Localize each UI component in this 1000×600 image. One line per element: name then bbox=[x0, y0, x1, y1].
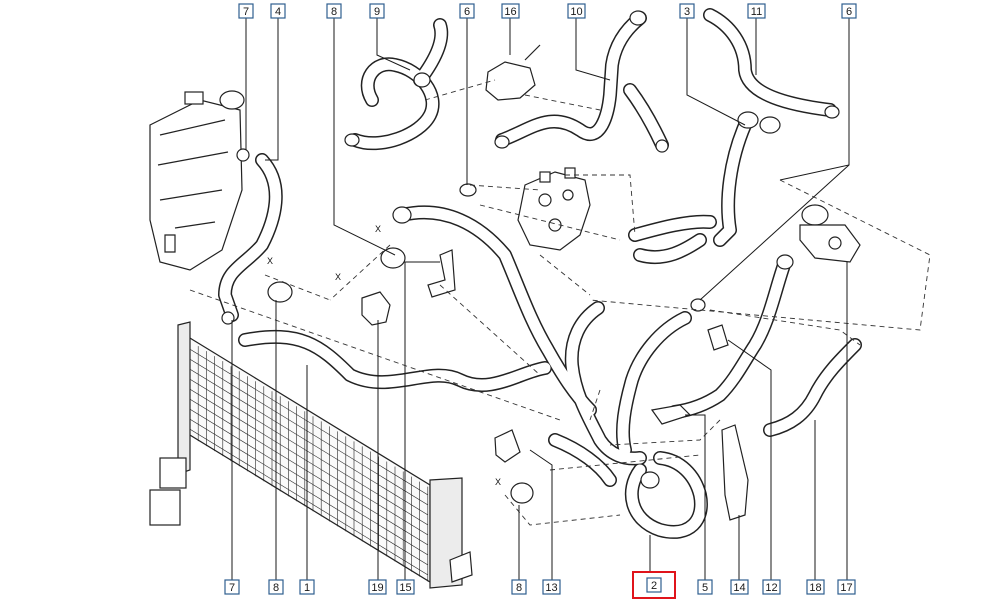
callout-7-top[interactable]: 7 bbox=[238, 3, 254, 19]
clamp-8-bottom bbox=[510, 482, 534, 504]
svg-text:6: 6 bbox=[846, 6, 852, 18]
svg-text:7: 7 bbox=[229, 582, 235, 594]
clamp-6-right bbox=[690, 298, 706, 312]
svg-text:3: 3 bbox=[684, 6, 690, 18]
callout-9-top[interactable]: 9 bbox=[369, 3, 385, 19]
thermostat-housing bbox=[517, 167, 591, 251]
callout-8-bottom-right[interactable]: 8 bbox=[511, 579, 527, 595]
svg-text:13: 13 bbox=[545, 582, 557, 594]
clamp-19 bbox=[361, 291, 391, 326]
callout-6-top-left[interactable]: 6 bbox=[459, 3, 475, 19]
svg-text:18: 18 bbox=[809, 582, 821, 594]
hoses bbox=[218, 8, 862, 539]
callout-1-bottom[interactable]: 1 bbox=[299, 579, 315, 595]
svg-text:4: 4 bbox=[275, 6, 281, 18]
svg-text:5: 5 bbox=[702, 582, 708, 594]
callout-12-bottom[interactable]: 12 bbox=[762, 579, 781, 595]
bracket-14 bbox=[721, 424, 749, 521]
callout-6-top-right[interactable]: 6 bbox=[841, 3, 857, 19]
svg-text:9: 9 bbox=[374, 6, 380, 18]
dashed-reference-lines bbox=[189, 79, 931, 526]
clamp-7-bottom bbox=[221, 311, 235, 325]
callout-2-highlighted[interactable]: 2 bbox=[632, 571, 676, 599]
x-mark: X bbox=[267, 256, 273, 266]
bracket-16 bbox=[485, 61, 536, 101]
x-marks: X X X X bbox=[267, 224, 501, 487]
callout-5-bottom[interactable]: 5 bbox=[697, 579, 713, 595]
svg-text:8: 8 bbox=[331, 6, 337, 18]
svg-text:1: 1 bbox=[304, 582, 310, 594]
svg-text:11: 11 bbox=[751, 6, 762, 18]
bracket-15 bbox=[427, 249, 456, 298]
svg-text:2: 2 bbox=[651, 580, 657, 592]
svg-text:6: 6 bbox=[464, 6, 470, 18]
svg-text:12: 12 bbox=[765, 582, 777, 594]
callout-8-bottom-left[interactable]: 8 bbox=[268, 579, 284, 595]
callout-7-bottom[interactable]: 7 bbox=[224, 579, 240, 595]
svg-text:7: 7 bbox=[243, 6, 249, 18]
callout-19-bottom[interactable]: 19 bbox=[368, 579, 387, 595]
svg-text:17: 17 bbox=[840, 582, 852, 594]
callout-18-bottom[interactable]: 18 bbox=[806, 579, 825, 595]
callout-10-top[interactable]: 10 bbox=[567, 3, 586, 19]
x-mark: X bbox=[375, 224, 381, 234]
callout-16-top[interactable]: 16 bbox=[501, 3, 520, 19]
svg-text:16: 16 bbox=[504, 6, 516, 18]
svg-text:14: 14 bbox=[733, 582, 745, 594]
callout-13-bottom[interactable]: 13 bbox=[542, 579, 561, 595]
radiator bbox=[149, 321, 473, 589]
clamp-7-top bbox=[236, 148, 250, 162]
clamp-8-mid bbox=[380, 247, 406, 269]
svg-text:15: 15 bbox=[399, 582, 411, 594]
callout-4-top[interactable]: 4 bbox=[270, 3, 286, 19]
clamp-6-left bbox=[459, 183, 477, 197]
expansion-tank bbox=[149, 90, 245, 271]
fitting-12 bbox=[707, 324, 729, 351]
svg-text:19: 19 bbox=[371, 582, 383, 594]
water-pump bbox=[799, 204, 861, 263]
x-mark: X bbox=[335, 272, 341, 282]
bracket-13 bbox=[494, 429, 521, 463]
x-mark: X bbox=[495, 477, 501, 487]
callout-8-top[interactable]: 8 bbox=[326, 3, 342, 19]
svg-text:8: 8 bbox=[516, 582, 522, 594]
callout-14-bottom[interactable]: 14 bbox=[730, 579, 749, 595]
callout-3-top[interactable]: 3 bbox=[679, 3, 695, 19]
callout-11-top[interactable]: 11 bbox=[747, 3, 766, 19]
svg-text:8: 8 bbox=[273, 582, 279, 594]
svg-text:10: 10 bbox=[570, 6, 582, 18]
callout-15-bottom[interactable]: 15 bbox=[396, 579, 415, 595]
clamp-8-left bbox=[267, 281, 293, 303]
callouts: 7 4 8 9 6 16 10 3 bbox=[224, 3, 857, 599]
callout-17-bottom[interactable]: 17 bbox=[837, 579, 856, 595]
leader-lines bbox=[231, 18, 850, 583]
